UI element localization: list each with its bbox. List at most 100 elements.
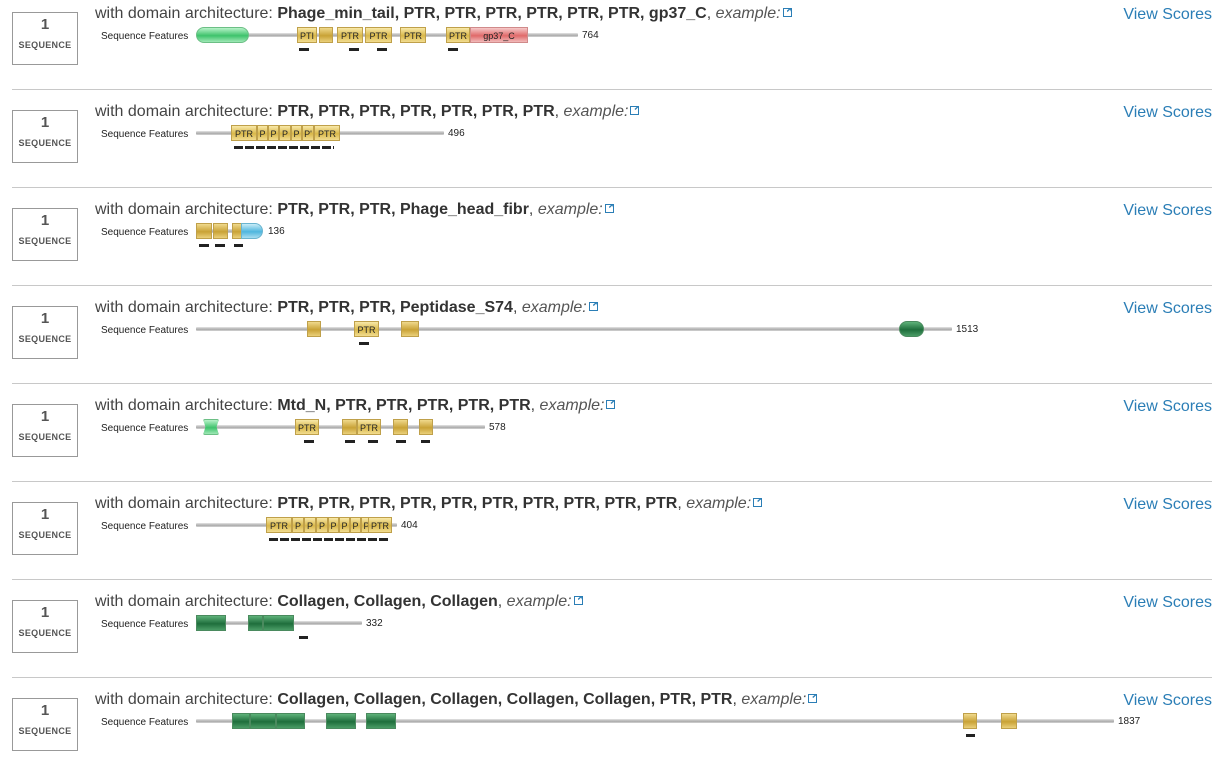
sequence-length: 332	[366, 618, 383, 629]
domain-ptr[interactable]: PTR	[357, 419, 381, 435]
external-link-icon[interactable]	[753, 498, 763, 507]
domain-ptr[interactable]	[213, 223, 228, 239]
sequence-features-label: Sequence Features	[101, 129, 189, 140]
domain-ptr[interactable]	[963, 713, 977, 729]
sequence-count: 1	[40, 408, 50, 425]
domain-collagen[interactable]	[263, 615, 294, 631]
domain-ptr[interactable]	[342, 419, 357, 435]
domain-collagen[interactable]	[276, 713, 305, 729]
row-divider	[12, 89, 1212, 90]
feature-marker	[234, 146, 334, 149]
view-scores-link[interactable]: View Scores	[1123, 104, 1212, 121]
domain-ptr[interactable]: P	[268, 125, 279, 141]
domain-ptr[interactable]: PTR	[337, 27, 363, 43]
view-scores-link[interactable]: View Scores	[1123, 202, 1212, 219]
domain-ptr[interactable]: PTR	[314, 125, 340, 141]
domain-ptr[interactable]: PTR	[365, 27, 392, 43]
architecture-prefix: with domain architecture:	[95, 397, 273, 414]
view-scores-link[interactable]: View Scores	[1123, 496, 1212, 513]
domain-ptr[interactable]: P	[316, 517, 328, 533]
external-link-icon[interactable]	[604, 204, 614, 213]
domain-collagen[interactable]	[248, 615, 263, 631]
view-scores-link[interactable]: View Scores	[1123, 594, 1212, 611]
sequence-count-box[interactable]: 1 SEQUENCE	[12, 404, 78, 457]
example-link[interactable]: example:	[741, 691, 807, 708]
sequence-length: 1837	[1118, 716, 1141, 727]
domain-ptr[interactable]: PTR	[266, 517, 292, 533]
view-scores-link[interactable]: View Scores	[1123, 398, 1212, 415]
domain-ptr[interactable]: P	[328, 517, 339, 533]
row-divider	[12, 579, 1212, 580]
view-scores-link[interactable]: View Scores	[1123, 6, 1212, 23]
external-link-icon[interactable]	[630, 106, 640, 115]
architecture-heading: with domain architecture: PTR, PTR, PTR,…	[95, 103, 640, 121]
example-link[interactable]: example:	[537, 201, 603, 218]
domain-ptr[interactable]: P	[350, 517, 361, 533]
domain-collagen[interactable]	[366, 713, 396, 729]
domain-ptr[interactable]: PTR	[400, 27, 426, 43]
domain-phage-head-fibr[interactable]	[241, 223, 263, 239]
domain-ptr[interactable]: PTI	[297, 27, 317, 43]
domain-ptr[interactable]	[307, 321, 321, 337]
view-scores-link[interactable]: View Scores	[1123, 692, 1212, 709]
example-link[interactable]: example:	[521, 299, 587, 316]
external-link-icon[interactable]	[573, 596, 583, 605]
domain-ptr[interactable]	[419, 419, 433, 435]
external-link-icon[interactable]	[808, 694, 818, 703]
sequence-count-box[interactable]: 1 SEQUENCE	[12, 12, 78, 65]
architecture-domains: PTR, PTR, PTR, PTR, PTR, PTR, PTR	[277, 103, 555, 120]
domain-ptr[interactable]: PTR	[354, 321, 379, 337]
example-link[interactable]: example:	[563, 103, 629, 120]
domain-peptidase-s74[interactable]	[899, 321, 924, 337]
architecture-heading: with domain architecture: Collagen, Coll…	[95, 691, 818, 709]
domain-ptr[interactable]: P	[291, 125, 302, 141]
sequence-count-box[interactable]: 1 SEQUENCE	[12, 208, 78, 261]
feature-marker	[299, 636, 308, 639]
domain-ptr[interactable]: P	[257, 125, 268, 141]
external-link-icon[interactable]	[782, 8, 792, 17]
sequence-count-box[interactable]: 1 SEQUENCE	[12, 110, 78, 163]
row-divider	[12, 383, 1212, 384]
domain-phage-min-tail[interactable]	[196, 27, 249, 43]
domain-collagen[interactable]	[326, 713, 356, 729]
domain-ptr[interactable]: P	[279, 125, 291, 141]
external-link-icon[interactable]	[606, 400, 616, 409]
domain-ptr[interactable]: PTR	[295, 419, 319, 435]
architecture-prefix: with domain architecture:	[95, 103, 273, 120]
example-link[interactable]: example:	[686, 495, 752, 512]
sequence-count-box[interactable]: 1 SEQUENCE	[12, 600, 78, 653]
domain-ptr[interactable]: P	[339, 517, 350, 533]
architecture-heading: with domain architecture: PTR, PTR, PTR,…	[95, 495, 763, 513]
view-scores-link[interactable]: View Scores	[1123, 300, 1212, 317]
domain-collagen[interactable]	[250, 713, 276, 729]
domain-ptr[interactable]	[1001, 713, 1017, 729]
result-row-6: 1 SEQUENCE with domain architecture: PTR…	[0, 490, 1225, 588]
sequence-count: 1	[40, 212, 50, 229]
domain-ptr[interactable]: PTR	[368, 517, 392, 533]
domain-ptr[interactable]: PTR	[231, 125, 257, 141]
external-link-icon[interactable]	[588, 302, 598, 311]
domain-gp37-c[interactable]: gp37_C	[470, 27, 528, 43]
architecture-heading: with domain architecture: Phage_min_tail…	[95, 5, 792, 23]
domain-ptr[interactable]: P	[292, 517, 304, 533]
sequence-features-label: Sequence Features	[101, 521, 189, 532]
feature-marker	[421, 440, 430, 443]
domain-ptr[interactable]	[319, 27, 333, 43]
domain-ptr[interactable]: P'	[302, 125, 314, 141]
architecture-heading: with domain architecture: Collagen, Coll…	[95, 593, 583, 611]
domain-ptr[interactable]	[196, 223, 212, 239]
domain-collagen[interactable]	[196, 615, 226, 631]
domain-ptr[interactable]	[393, 419, 408, 435]
domain-ptr[interactable]: P	[304, 517, 316, 533]
sequence-count-box[interactable]: 1 SEQUENCE	[12, 502, 78, 555]
architecture-heading: with domain architecture: PTR, PTR, PTR,…	[95, 201, 614, 219]
example-link[interactable]: example:	[506, 593, 572, 610]
domain-collagen[interactable]	[232, 713, 250, 729]
domain-ptr[interactable]: PTR	[446, 27, 470, 43]
sequence-count-box[interactable]: 1 SEQUENCE	[12, 698, 78, 751]
sequence-count-box[interactable]: 1 SEQUENCE	[12, 306, 78, 359]
example-link[interactable]: example:	[539, 397, 605, 414]
domain-ptr[interactable]	[401, 321, 419, 337]
example-link[interactable]: example:	[715, 5, 781, 22]
feature-marker	[349, 48, 359, 51]
